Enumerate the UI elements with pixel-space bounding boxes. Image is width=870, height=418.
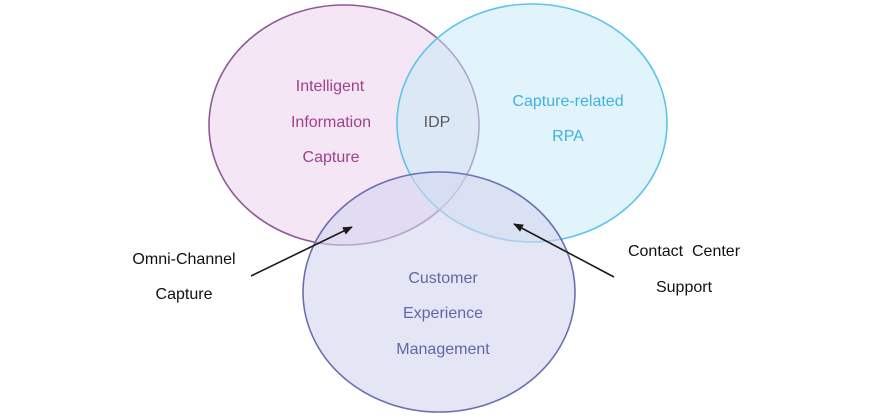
intelligent-capture-label-line-2: Information (290, 114, 372, 131)
circle-cem (302, 171, 576, 413)
capture-rpa-label-line-2: RPA (552, 128, 584, 145)
idp-overlap-label: IDP (423, 114, 451, 131)
intelligent-capture-label-line-3: Capture (302, 149, 360, 166)
capture-rpa-label-line-1: Capture-related (512, 93, 624, 110)
contact-center-label-line-1: Contact Center (627, 243, 741, 260)
omni-channel-label-line-1: Omni-Channel (132, 251, 236, 268)
cem-label-line-1: Customer (408, 270, 478, 287)
cem-label-line-3: Management (396, 341, 490, 358)
cem-label-line-2: Experience (402, 305, 484, 322)
intelligent-capture-label-line-1: Intelligent (295, 78, 365, 95)
contact-center-label-line-2: Support (655, 279, 713, 296)
omni-channel-label-line-2: Capture (155, 286, 213, 303)
omni-channel-arrow (250, 226, 353, 277)
contact-center-arrow (513, 223, 615, 278)
